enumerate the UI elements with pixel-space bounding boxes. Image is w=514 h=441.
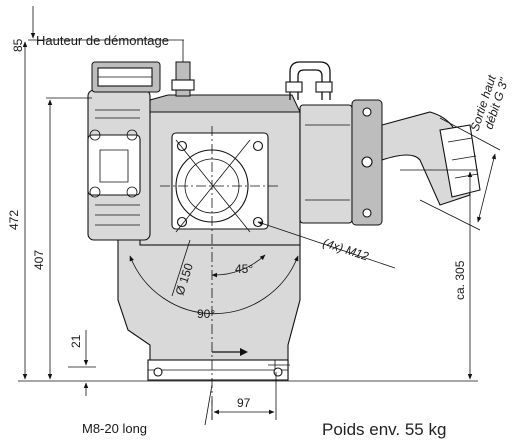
dim-90: 90° — [197, 307, 215, 321]
weight-label: Poids env. 55 kg — [322, 420, 446, 439]
pump-body — [87, 40, 481, 420]
dim-97: 97 — [237, 396, 251, 410]
dim-472: 472 — [7, 210, 21, 230]
dim-305: ca. 305 — [453, 260, 467, 300]
dim-45: 45° — [235, 262, 253, 276]
bolts-label: (4x) M12 — [321, 236, 371, 264]
dim-21: 21 — [69, 334, 83, 348]
dimension-lines — [18, 6, 501, 426]
dim-85: 85 — [11, 38, 25, 52]
demontage-label: Hauteur de démontage — [36, 33, 169, 48]
dim-407: 407 — [32, 250, 46, 270]
fixing-label: M8-20 long — [82, 421, 147, 436]
